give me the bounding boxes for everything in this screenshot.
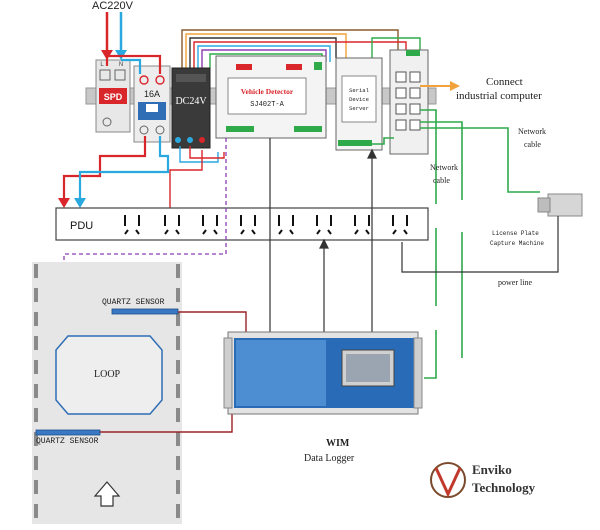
vehicle-detector (215, 55, 327, 139)
power-line-label: power line (498, 278, 532, 287)
lane (32, 262, 182, 524)
brand-logo-icon (430, 462, 466, 498)
quartz-sensor-bottom-label: QUARTZ SENSOR (36, 437, 99, 446)
connect-line2: industrial computer (456, 90, 542, 102)
wim-line2: Data Logger (304, 453, 355, 464)
ac-input-arrows (101, 12, 127, 60)
camera-icon (537, 193, 583, 217)
ac-input-label: AC220V (92, 0, 133, 12)
camera-line2: Capture Machine (490, 240, 545, 247)
line-label: L (100, 62, 104, 68)
pdu-socket-icon (240, 215, 256, 235)
network-cable-right-line1: Network (518, 127, 546, 136)
wim-data-logger (223, 331, 423, 415)
psu-dc24v (171, 67, 211, 149)
vehicle-detector-model: SJ402T-A (250, 101, 284, 109)
network-cable-mid-line2: cable (433, 176, 450, 185)
wim-line1: WIM (326, 438, 350, 449)
serial-server-line3: Server (349, 105, 369, 112)
pdu-socket-icon (124, 215, 140, 235)
pdu-label: PDU (70, 220, 93, 232)
serial-server-line2: Device (349, 96, 369, 103)
spd-label: SPD (104, 92, 123, 102)
pdu-socket-icon (202, 215, 218, 235)
breaker-16a (133, 65, 171, 143)
loop-label: LOOP (94, 369, 121, 380)
serial-server-line1: Serial (349, 87, 369, 94)
connect-arrow (420, 81, 460, 91)
network-switch (389, 49, 429, 155)
vehicle-detector-title: Vehicle Detector (241, 87, 294, 96)
brand-line2: Technology (472, 480, 536, 495)
network-cable-mid-line1: Network (430, 163, 458, 172)
pdu-socket-icon (354, 215, 370, 235)
pdu-socket-icon (316, 215, 332, 235)
pdu-socket-icon (164, 215, 180, 235)
quartz-sensor-top-label: QUARTZ SENSOR (102, 298, 165, 307)
pdu-socket-icon (278, 215, 294, 235)
network-cables (372, 109, 540, 379)
neutral-label: N (119, 62, 123, 68)
network-cable-right-line2: cable (524, 140, 541, 149)
power-wires (58, 54, 225, 208)
serial-device-server (335, 57, 383, 151)
brand-line1: Enviko (472, 462, 512, 477)
spd-module (95, 59, 131, 133)
pdu-sockets (124, 215, 408, 235)
camera-line1: License Plate (492, 230, 539, 237)
connect-line1: Connect (486, 76, 523, 88)
psu-label: DC24V (175, 96, 207, 107)
breaker-label: 16A (144, 89, 160, 99)
signal-lines (269, 138, 559, 332)
pdu-socket-icon (392, 215, 408, 235)
